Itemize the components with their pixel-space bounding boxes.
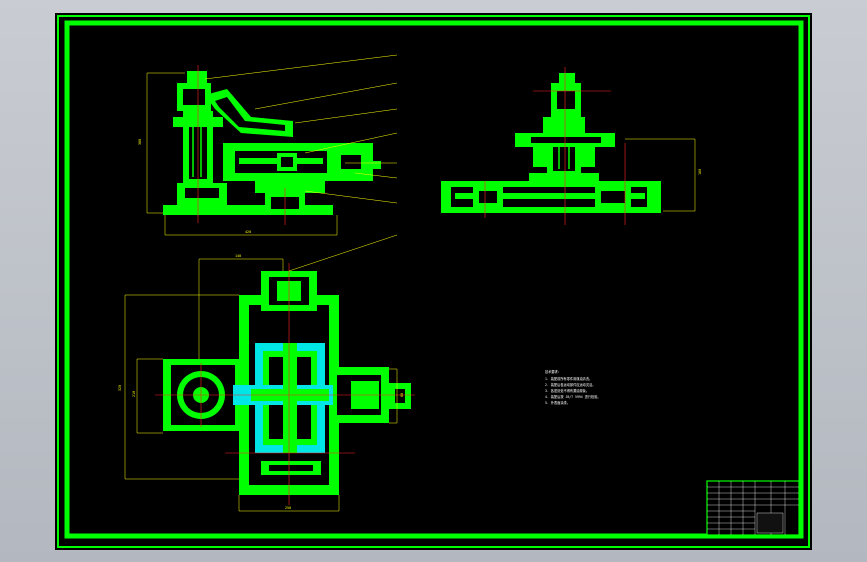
dim-right-small: 60 (400, 393, 404, 397)
front-base-plate (163, 205, 333, 215)
front-view: 380 420 (138, 54, 398, 236)
inner-border (64, 20, 804, 539)
cad-viewport[interactable]: 380 420 (55, 13, 812, 550)
dim-top-height-2: 210 (132, 391, 136, 397)
tech-req-line: 1. 装配前所有零件用煤油清洗。 (545, 376, 592, 381)
top-view: 140 320 210 250 60 (118, 234, 415, 512)
tech-req-line: 2. 装配后各运动部件应运动灵活。 (545, 382, 595, 387)
assembly-drawing: 380 420 (57, 15, 810, 548)
dim-front-base-width: 420 (245, 230, 251, 234)
front-centerlines (197, 65, 286, 225)
dim-front-height: 380 (138, 139, 142, 145)
dim-top-bottom: 250 (285, 506, 291, 510)
dim-side-height: 160 (698, 169, 702, 175)
side-centerlines (484, 67, 626, 225)
title-block (706, 480, 800, 536)
technical-requirements: 技术要求: 1. 装配前所有零件用煤油清洗。 2. 装配后各运动部件应运动灵活。… (545, 369, 601, 405)
tech-req-line: 3. 各密封处不得有漏油现象。 (545, 388, 589, 393)
front-leader-lines (204, 54, 398, 204)
dim-top-left: 140 (235, 254, 241, 258)
tech-req-line: 5. 外表面涂漆。 (545, 400, 570, 405)
tech-req-line: 4. 装配后按 JB/T 5994 进行检验。 (545, 394, 601, 399)
top-centerlines (155, 263, 415, 505)
outer-border (57, 15, 810, 548)
dim-top-height: 320 (118, 385, 122, 391)
side-view: 160 (441, 67, 702, 225)
tech-req-title: 技术要求: (545, 369, 560, 374)
